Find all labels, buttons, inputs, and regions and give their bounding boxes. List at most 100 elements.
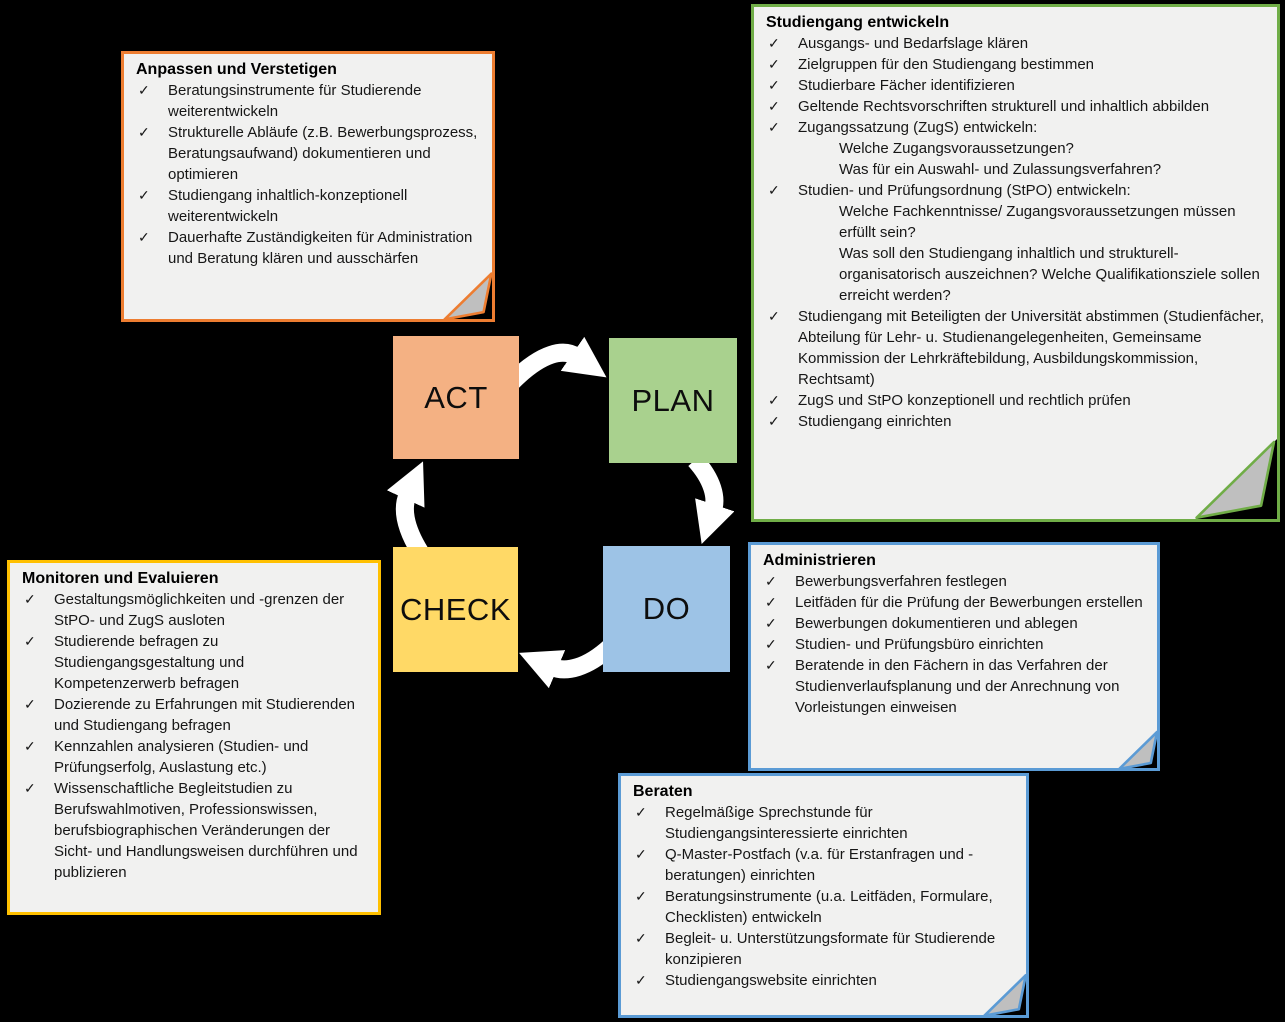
checklist-item: ✓ Bewerbungen dokumentieren und ablegen (765, 613, 1145, 634)
checklist-item-text: Kennzahlen analysieren (Studien- und Prü… (54, 738, 309, 776)
checklist-item-text: Geltende Rechtsvorschriften strukturell … (798, 98, 1210, 115)
checklist-item: ✓ Zielgruppen für den Studiengang bestimm… (768, 54, 1265, 75)
check-icon: ✓ (765, 636, 777, 652)
check-icon: ✓ (635, 930, 647, 946)
pdca-plan-box: PLAN (609, 338, 737, 463)
checklist-item-text: Bewerbungsverfahren festlegen (795, 573, 1007, 590)
arrow-plan-to-do (688, 453, 735, 545)
checklist-item-text: Studien- und Prüfungsbüro einrichten (795, 636, 1044, 653)
checklist-item-text: Zielgruppen für den Studiengang bestimme… (798, 56, 1095, 73)
check-icon: ✓ (768, 56, 780, 72)
sub-question-text: Welche Zugangsvoraussetzungen? (839, 140, 1074, 157)
checklist-item: ✓ Kennzahlen analysieren (Studien- und Pr… (24, 736, 366, 778)
note-administrieren: Administrieren ✓ Bewerbungsverfahren fest… (748, 542, 1160, 771)
checklist-item: ✓Geltende Rechtsvorschriften strukturell… (768, 96, 1265, 117)
checklist-item: ✓ Bewerbungsverfahren festlegen (765, 571, 1145, 592)
note-title: Anpassen und Verstetigen (136, 61, 337, 78)
pdca-plan-label: PLAN (631, 382, 715, 418)
checklist: ✓Ausgangs- und Bedarfslage klären✓Zielgr… (766, 33, 1265, 432)
checklist-item-text: Studiengang einrichten (798, 413, 952, 430)
checklist-item-text: Studierende befragen zu Studiengangsgest… (54, 633, 245, 692)
note-title: Studiengang entwickeln (766, 14, 950, 31)
checklist-item: ✓ Studierbare Fächer identifizieren (768, 75, 1265, 96)
check-icon: ✓ (765, 615, 777, 631)
checklist-item-text: Dauerhafte Zuständigkeiten für Administr… (168, 229, 473, 267)
checklist-item-text: Regelmäßige Sprechstunde für Studiengang… (665, 804, 908, 842)
folded-corner-icon (1118, 729, 1157, 768)
check-icon: ✓ (768, 182, 780, 198)
note-title: Administrieren (763, 552, 876, 569)
checklist-item-text: Studiengang inhaltlich-konzeptionell wei… (168, 187, 408, 225)
check-icon: ✓ (765, 657, 777, 673)
note-monitoren-und-evaluieren: Monitoren und Evaluieren ✓Gestaltungsmög… (7, 560, 381, 915)
check-icon: ✓ (138, 124, 150, 140)
check-icon: ✓ (635, 972, 647, 988)
checklist-item: ✓ Q-Master-Postfach (v.a. für Erstanfrage… (635, 844, 1014, 886)
note-title: Beraten (633, 783, 693, 800)
checklist-item: ✓ Studiengang einrichten (768, 411, 1265, 432)
checklist-item: ✓Dozierende zu Erfahrungen mit Studieren… (24, 694, 366, 736)
checklist-item-text: Studierbare Fächer identifizieren (798, 77, 1015, 94)
pdca-do-label: DO (642, 591, 691, 626)
checklist-item-text: Ausgangs- und Bedarfslage klären (798, 35, 1029, 52)
check-icon: ✓ (635, 846, 647, 862)
check-icon: ✓ (635, 804, 647, 820)
folded-corner-icon (1194, 439, 1277, 519)
check-icon: ✓ (765, 594, 777, 610)
check-icon: ✓ (24, 591, 36, 607)
check-icon: ✓ (768, 413, 780, 429)
checklist-item: ✓Beratungsinstrumente (u.a. Leitfäden, F… (635, 886, 1014, 928)
checklist-item-text: Wissenschaftliche Begleitstudien zu Beru… (54, 780, 358, 881)
note-studiengang-entwickeln: Studiengang entwickeln ✓Ausgangs- und Be… (751, 4, 1280, 522)
checklist-item: ✓ Studien- und Prüfungsordnung (StPO) ent… (768, 180, 1265, 306)
checklist-item-text: Strukturelle Abläufe (z.B. Bewerbungspro… (168, 124, 478, 183)
pdca-act-box: ACT (393, 336, 519, 459)
checklist-item-text: Studien- und Prüfungsordnung (StPO) entw… (798, 180, 1265, 306)
checklist-item: ✓Dauerhafte Zuständigkeiten für Administ… (138, 227, 480, 269)
sub-question-text: Was soll den Studiengang inhaltlich und … (839, 245, 1260, 304)
checklist-item: ✓Beratende in den Fächern in das Verfahr… (765, 655, 1145, 718)
checklist-item-text: Q-Master-Postfach (v.a. für Erstanfragen… (665, 846, 974, 884)
checklist-item: ✓ Begleit- u. Unterstützungsformate für S… (635, 928, 1014, 970)
checklist-item: ✓Wissenschaftliche Begleitstudien zu Ber… (24, 778, 366, 883)
checklist-item: ✓ Leitfäden für die Prüfung der Bewerbung… (765, 592, 1145, 613)
checklist: ✓ Regelmäßige Sprechstunde für Studiengan… (633, 802, 1014, 991)
checklist-item-text: Begleit- u. Unterstützungsformate für St… (665, 930, 996, 968)
pdca-do-box: DO (603, 546, 730, 672)
checklist-item: ✓Ausgangs- und Bedarfslage klären (768, 33, 1265, 54)
checklist-item: ✓Beratungsinstrumente für Studierende we… (138, 80, 480, 122)
checklist-item: ✓Gestaltungsmöglichkeiten und -grenzen d… (24, 589, 366, 631)
check-icon: ✓ (768, 308, 780, 324)
note-title: Monitoren und Evaluieren (22, 570, 219, 587)
checklist-item: ✓ZugS und StPO konzeptionell und rechtli… (768, 390, 1265, 411)
sub-question-text: Welche Fachkenntnisse/ Zugangsvoraussetz… (839, 203, 1236, 241)
check-icon: ✓ (635, 888, 647, 904)
checklist-item-text: Studiengangswebsite einrichten (665, 972, 877, 989)
check-icon: ✓ (765, 573, 777, 589)
check-icon: ✓ (24, 696, 36, 712)
checklist-item: ✓ Studierende befragen zu Studiengangsges… (24, 631, 366, 694)
check-icon: ✓ (24, 738, 36, 754)
checklist-item: ✓ Studiengangswebsite einrichten (635, 970, 1014, 991)
checklist-item: ✓ Zugangssatzung (ZugS) entwickeln:Welche… (768, 117, 1265, 180)
check-icon: ✓ (768, 119, 780, 135)
checklist-item-text: ZugS und StPO konzeptionell und rechtlic… (798, 392, 1131, 409)
checklist: ✓Gestaltungsmöglichkeiten und -grenzen d… (22, 589, 366, 883)
pdca-check-label: CHECK (399, 591, 511, 627)
checklist-item: ✓ Strukturelle Abläufe (z.B. Bewerbungspr… (138, 122, 480, 185)
arrow-do-to-check (519, 640, 617, 689)
checklist-item-text: Leitfäden für die Prüfung der Bewerbunge… (795, 594, 1143, 611)
check-icon: ✓ (768, 77, 780, 93)
folded-corner-icon (443, 270, 492, 319)
arrow-check-to-act (386, 461, 428, 557)
sub-question-text: Was für ein Auswahl- und Zulassungsverfa… (839, 161, 1162, 178)
check-icon: ✓ (138, 82, 150, 98)
note-beraten: Beraten ✓ Regelmäßige Sprechstunde für St… (618, 773, 1029, 1018)
checklist-item-text: Zugangssatzung (ZugS) entwickeln:Welche … (798, 117, 1265, 180)
checklist-item-text: Bewerbungen dokumentieren und ablegen (795, 615, 1078, 632)
check-icon: ✓ (24, 633, 36, 649)
checklist-item: ✓ Studien- und Prüfungsbüro einrichten (765, 634, 1145, 655)
arrow-act-to-plan (505, 336, 607, 389)
checklist: ✓Beratungsinstrumente für Studierende we… (136, 80, 480, 269)
